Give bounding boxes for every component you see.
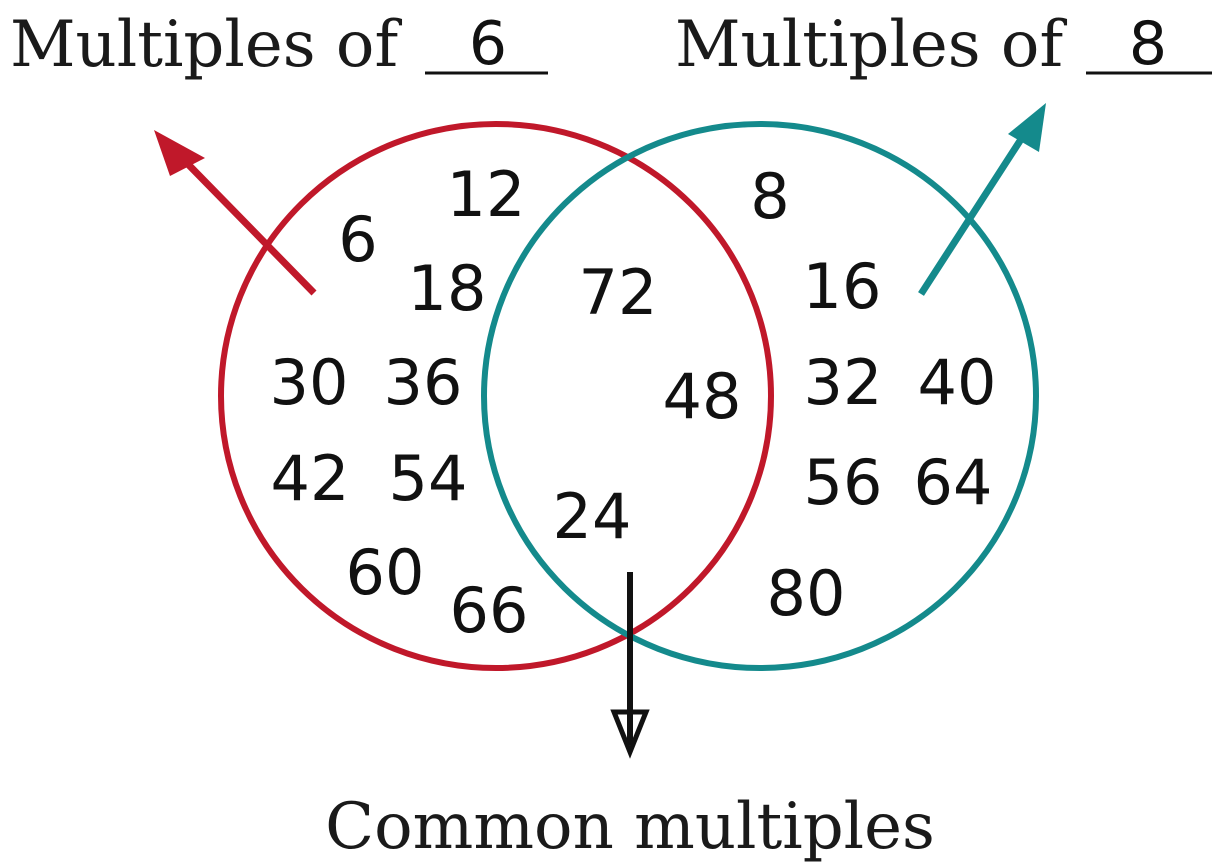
- left-number: 42: [271, 442, 350, 515]
- left-number: 36: [384, 346, 463, 419]
- right-number: 40: [918, 346, 997, 419]
- right-number: 64: [914, 446, 993, 519]
- right-number: 32: [804, 346, 883, 419]
- left-number: 60: [346, 536, 425, 609]
- left-number: 12: [447, 158, 526, 231]
- left-number: 18: [408, 252, 487, 325]
- common-number: 48: [663, 360, 742, 433]
- common-multiples-arrow: [610, 572, 650, 759]
- left-set-title: Multiples of: [10, 8, 402, 82]
- right-number: 8: [750, 160, 789, 233]
- common-number: 72: [579, 256, 658, 329]
- down-arrowhead-icon: [610, 709, 650, 759]
- left-number: 54: [389, 442, 468, 515]
- right-set-arrow: [918, 103, 1046, 296]
- left-set-arrow: [154, 130, 317, 296]
- right-arrowhead-icon: [1008, 103, 1046, 152]
- right-set-title: Multiples of: [675, 8, 1067, 82]
- left-set-circle: [218, 121, 774, 671]
- left-set-blank-value: 6: [469, 9, 507, 79]
- right-number: 56: [804, 446, 883, 519]
- left-number: 66: [450, 574, 529, 647]
- right-number: 16: [803, 250, 882, 323]
- right-set-blank-value: 8: [1129, 9, 1167, 79]
- common-multiples-caption: Common multiples: [325, 790, 935, 864]
- left-number: 30: [270, 346, 349, 419]
- right-set-circle: [481, 121, 1039, 671]
- right-number: 80: [767, 557, 846, 630]
- left-number: 6: [338, 203, 377, 276]
- common-number: 24: [553, 480, 632, 553]
- left-arrowhead-icon: [154, 130, 205, 176]
